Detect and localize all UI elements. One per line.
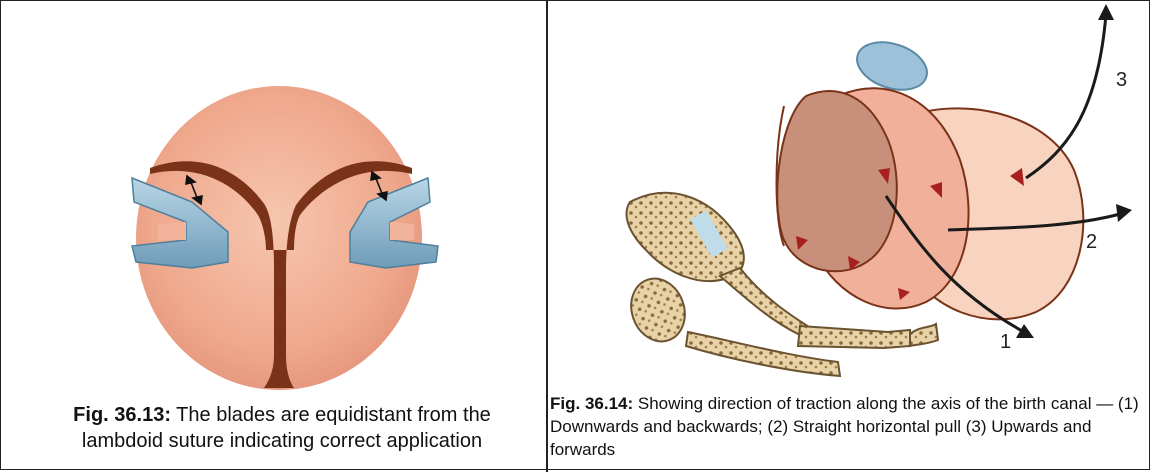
left-figure-label: Fig. 36.13: — [73, 404, 171, 426]
right-figure-label: Fig. 36.14: — [550, 394, 633, 413]
left-figure-caption: Fig. 36.13: The blades are equidistant f… — [62, 402, 502, 454]
arrow-label-2: 2 — [1086, 231, 1097, 253]
left-figure-panel: Fig. 36.13: The blades are equidistant f… — [0, 0, 546, 472]
right-figure-panel: 1 2 3 Fig. 36.14: Showing direction of t… — [548, 0, 1152, 472]
arrow-label-1: 1 — [1000, 331, 1011, 353]
right-figure-caption-text: Showing direction of traction along the … — [550, 394, 1139, 459]
right-figure-caption: Fig. 36.14: Showing direction of tractio… — [550, 392, 1148, 461]
arrow-label-3: 3 — [1116, 69, 1127, 91]
